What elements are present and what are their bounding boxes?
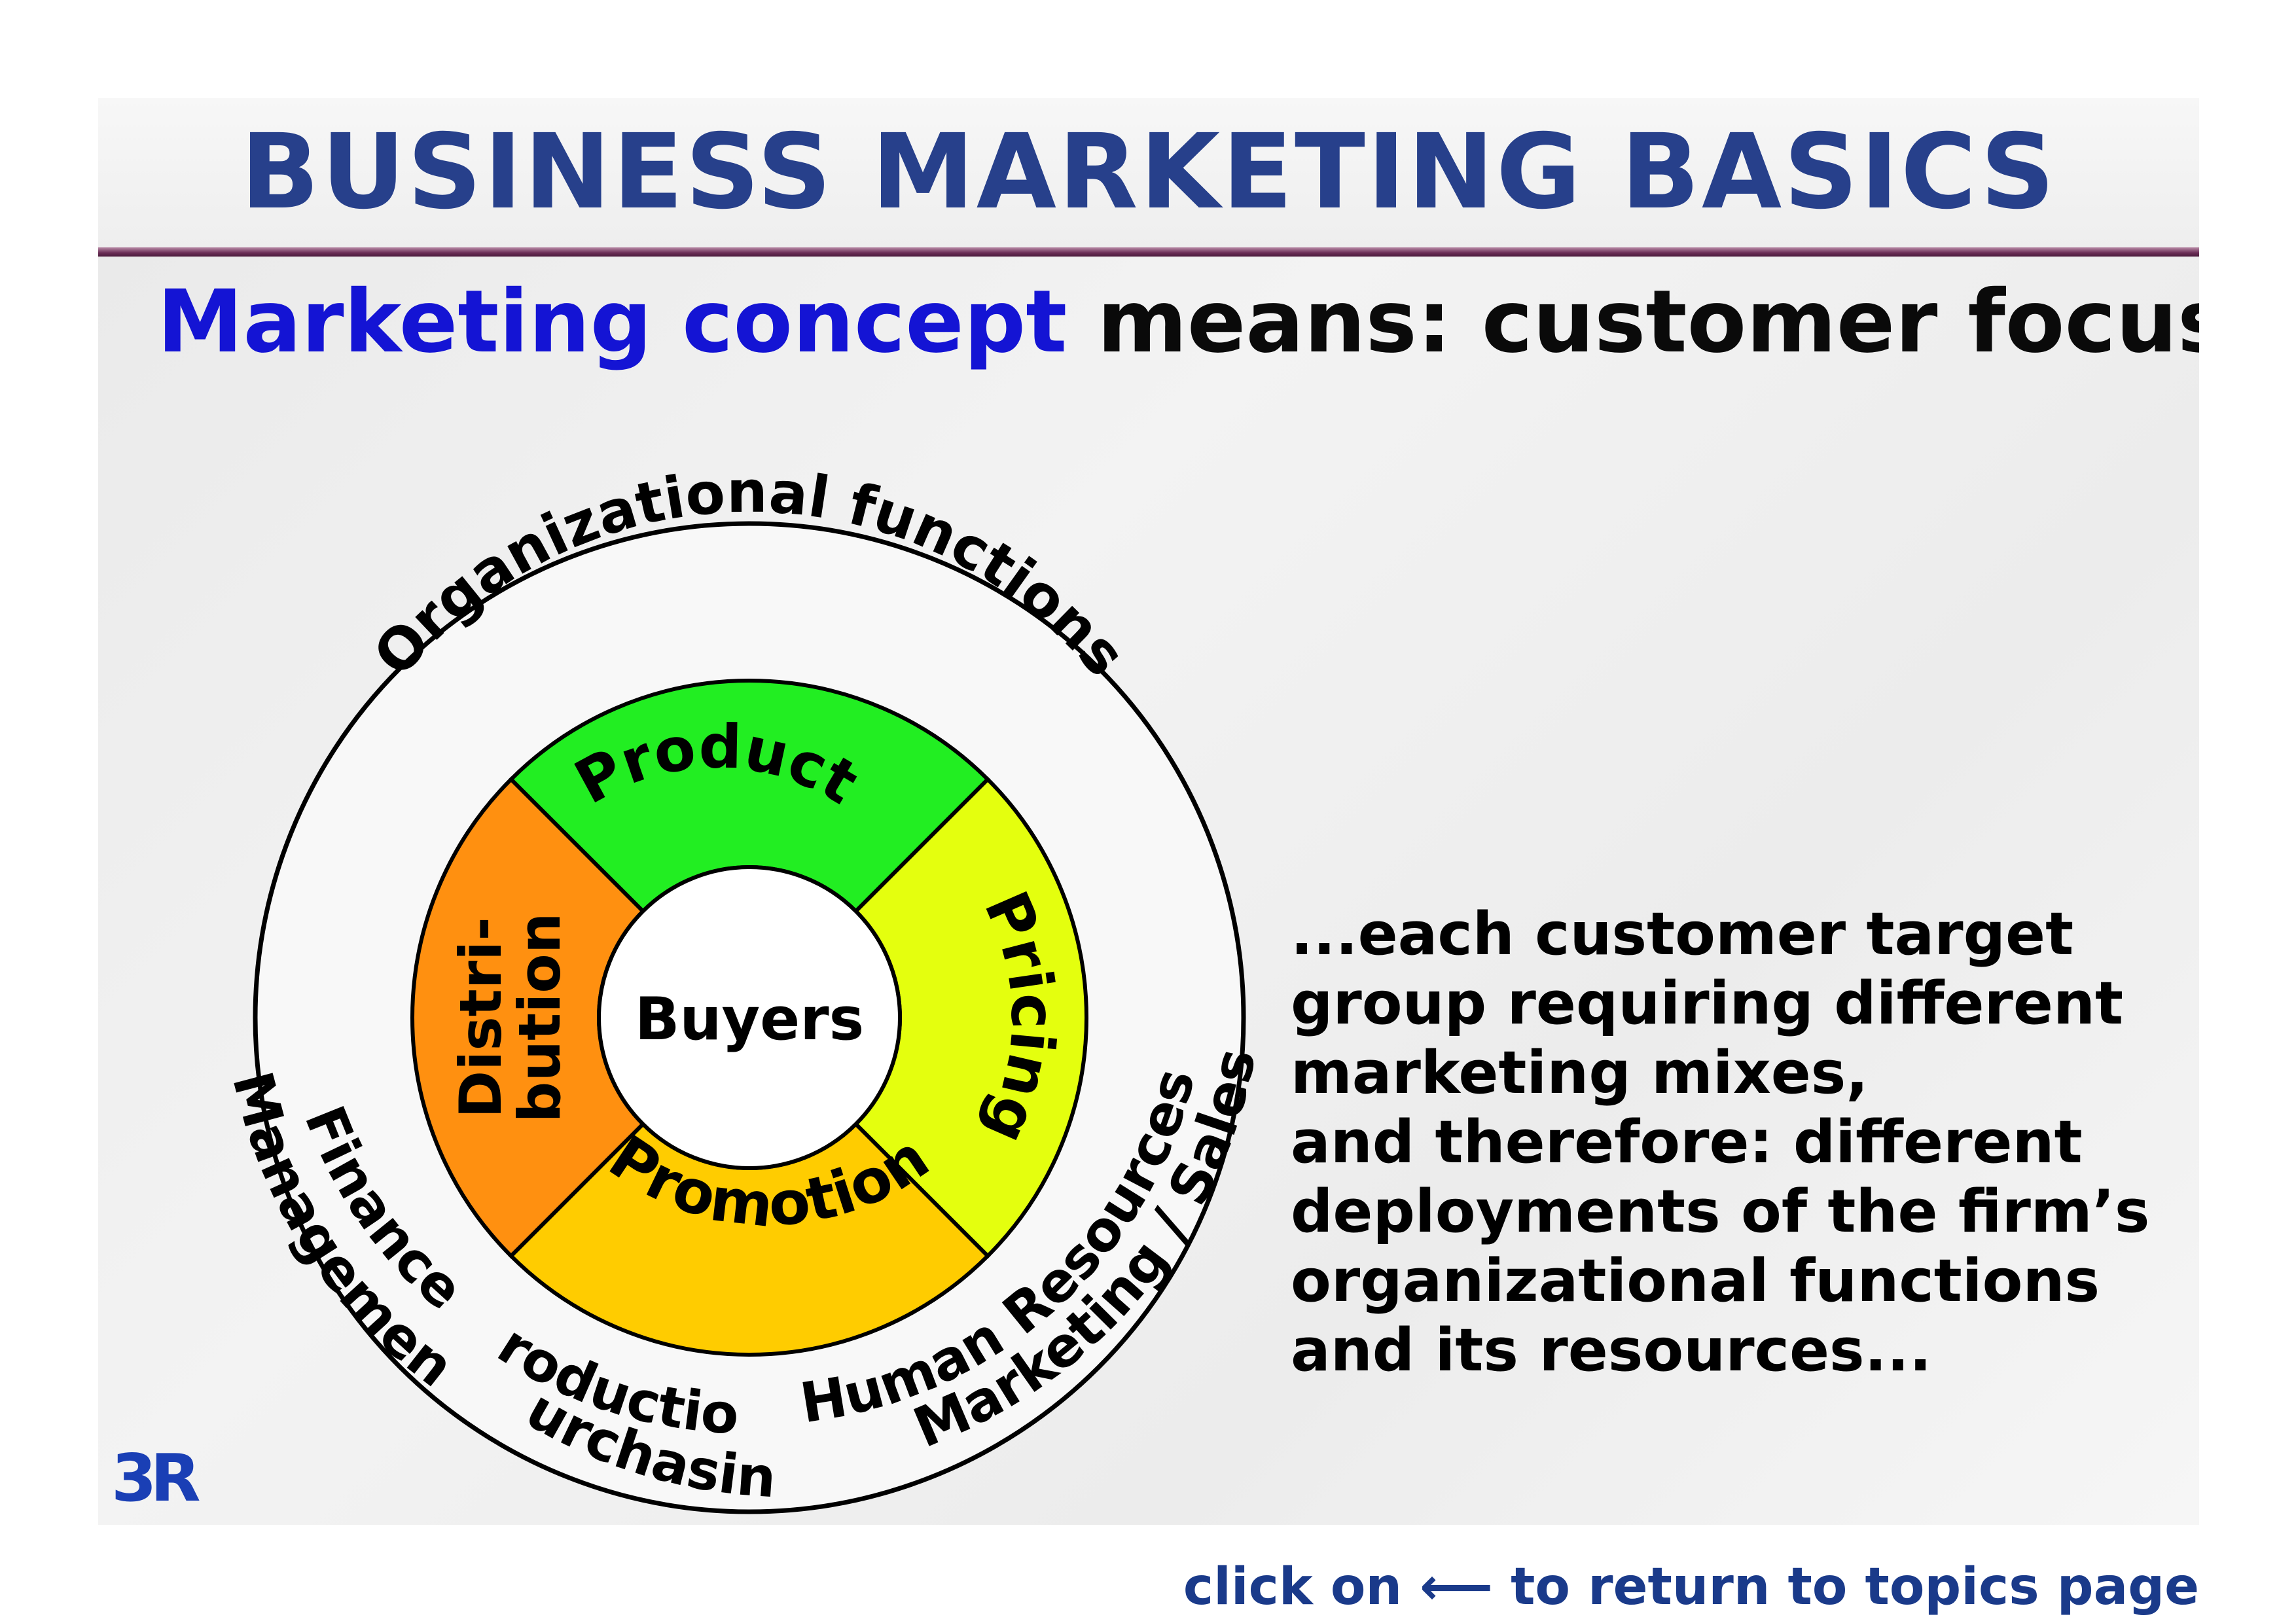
body-line: and its resources... [1291, 1316, 1932, 1385]
distribution-label: Distri- bution [447, 913, 573, 1123]
title-band [98, 98, 2199, 252]
body-line: group requiring different [1291, 969, 2124, 1038]
subtitle: Marketing concept means: customer focus [157, 270, 2199, 374]
body-line: organizational functions [1291, 1247, 2100, 1315]
body-line: ...each customer target [1291, 900, 2074, 969]
subtitle-rest: means: customer focus [1067, 272, 2199, 372]
body-line: deployments of the firm’s [1291, 1177, 2150, 1246]
distribution-line2: bution [506, 913, 573, 1123]
center-label: Buyers [635, 985, 864, 1054]
marketing-mix-diagram: Buyers Product Pricing Promotion Distri-… [177, 406, 1268, 1514]
distribution-line1: Distri- [447, 917, 514, 1118]
body-line: marketing mixes, [1291, 1039, 1869, 1107]
title-divider [98, 247, 2199, 257]
center-circle [597, 865, 902, 1170]
return-to-topics-link[interactable]: click on ⟵ to return to topics page [1183, 1558, 2199, 1616]
body-line: and therefore: different [1291, 1108, 2083, 1177]
slide: BUSINESS MARKETING BASICS Marketing conc… [98, 98, 2199, 1525]
page-title: BUSINESS MARKETING BASICS [240, 112, 2057, 232]
logo: 3R [111, 1440, 201, 1516]
subtitle-highlight: Marketing concept [157, 272, 1067, 372]
body-text: ...each customer target group requiring … [1291, 900, 2194, 1385]
